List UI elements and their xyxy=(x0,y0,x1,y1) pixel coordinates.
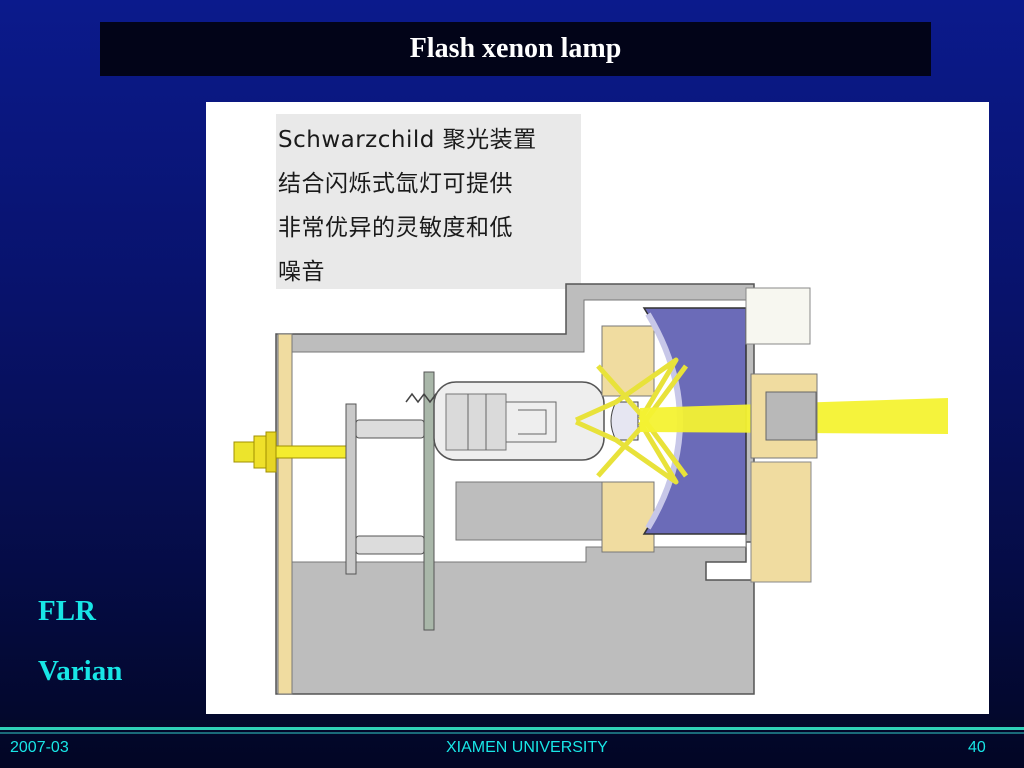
footer-institution: XIAMEN UNIVERSITY xyxy=(446,739,608,756)
mounting-screw xyxy=(233,431,347,473)
mirror-support-bottom xyxy=(601,481,655,553)
slide-number: 40 xyxy=(968,739,986,756)
footer: 2007-03 XIAMEN UNIVERSITY 40 xyxy=(0,735,1024,768)
lamp-figure: Schwarzchild 聚光装置 结合闪烁式氙灯可提供 非常优异的灵敏度和低 … xyxy=(206,102,989,714)
housing-lower-block xyxy=(455,481,607,541)
output-port-bottom xyxy=(750,461,812,583)
output-port-frame xyxy=(745,287,811,345)
standoff-lower xyxy=(355,535,425,555)
figure-caption: Schwarzchild 聚光装置 结合闪烁式氙灯可提供 非常优异的灵敏度和低 … xyxy=(276,114,581,289)
caption-line-2: 结合闪烁式氙灯可提供 xyxy=(278,171,513,197)
caption-line-1: Schwarzchild 聚光装置 xyxy=(278,127,537,153)
lamp-diagram xyxy=(233,283,948,695)
mount-plate-right xyxy=(423,371,435,631)
footer-date: 2007-03 xyxy=(10,739,69,756)
standoff-upper xyxy=(355,419,425,439)
slide-title: Flash xenon lamp xyxy=(409,33,622,64)
secondary-mirror xyxy=(610,401,639,441)
mirror-support-top xyxy=(601,325,655,397)
footer-divider xyxy=(0,727,1024,730)
housing-left-wall xyxy=(277,333,293,695)
label-varian: Varian xyxy=(38,655,123,687)
title-bar: Flash xenon lamp xyxy=(100,22,931,76)
footer-divider-shadow xyxy=(0,732,1024,734)
mount-plate-left xyxy=(345,403,357,575)
caption-line-3: 非常优异的灵敏度和低 xyxy=(278,215,513,241)
label-flr: FLR xyxy=(38,595,96,627)
caption-line-4: 噪音 xyxy=(278,259,325,285)
